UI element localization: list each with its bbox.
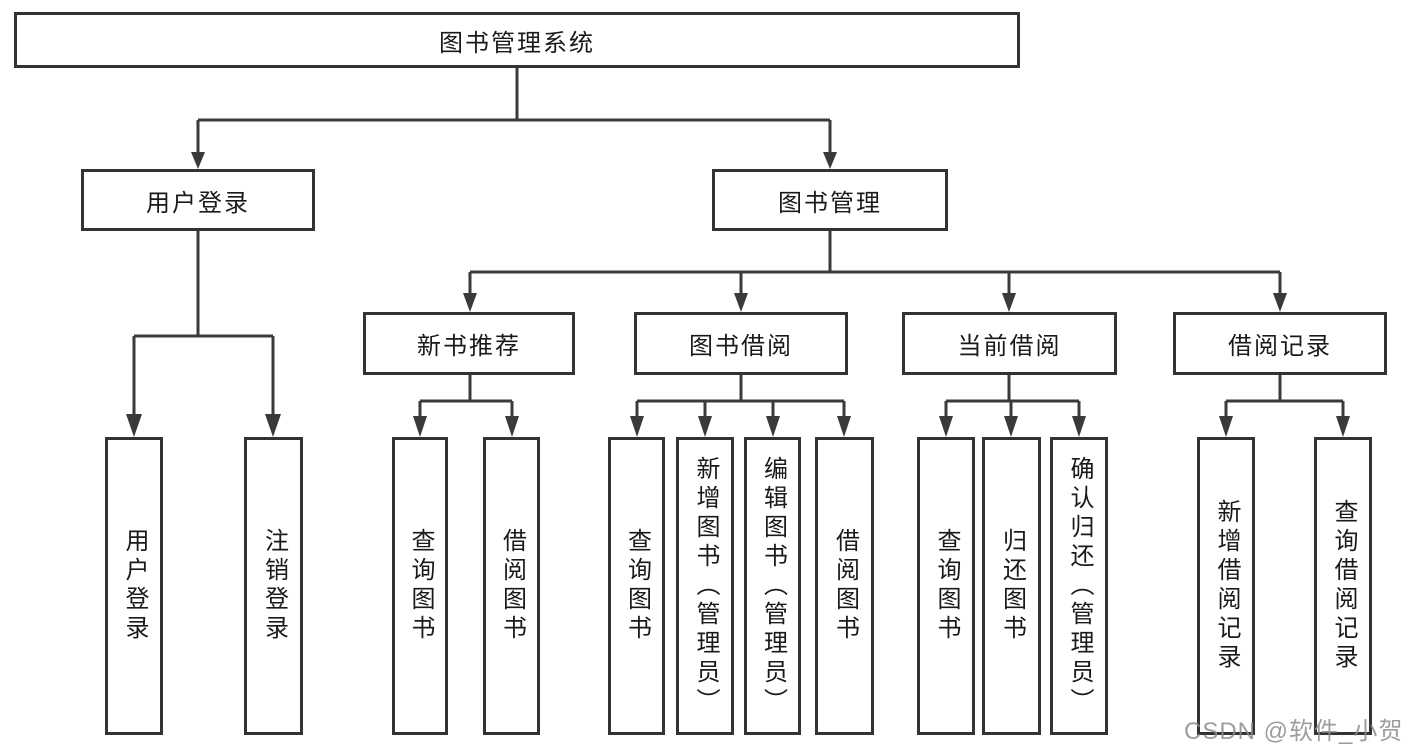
leaf-label: 确认归还（管理员） <box>1066 455 1093 717</box>
node-new-book-recommendation: 新书推荐 <box>363 312 575 375</box>
leaf-label: 查询图书 <box>407 528 434 644</box>
arrowhead-icon <box>1273 293 1287 312</box>
arrowhead-icon <box>823 152 837 169</box>
arrowheads <box>126 152 1350 437</box>
arrowhead-icon <box>630 416 644 437</box>
leaf-return-books: 归还图书 <box>982 437 1041 735</box>
arrowhead-icon <box>505 416 519 437</box>
leaf-query-books-current: 查询图书 <box>917 437 975 735</box>
leaf-confirm-return-admin: 确认归还（管理员） <box>1050 437 1108 735</box>
leaf-user-login: 用户登录 <box>105 437 163 735</box>
leaf-label: 新增图书（管理员） <box>692 455 719 717</box>
arrowhead-icon <box>766 416 780 437</box>
leaf-label: 注销登录 <box>260 528 288 644</box>
leaf-label: 编辑图书（管理员） <box>759 455 787 717</box>
leaf-query-borrow-record: 查询借阅记录 <box>1314 437 1372 735</box>
node-borrowing-records: 借阅记录 <box>1173 312 1387 375</box>
leaf-label: 查询借阅记录 <box>1330 499 1357 673</box>
node-book-management: 图书管理 <box>712 169 948 231</box>
arrowhead-icon <box>939 416 953 437</box>
leaf-query-books-borrowing: 查询图书 <box>608 437 665 735</box>
connector-path <box>132 68 1345 419</box>
leaf-borrow-books-borrowing: 借阅图书 <box>815 437 874 735</box>
arrowhead-icon <box>413 416 427 437</box>
arrowhead-icon <box>463 293 477 312</box>
arrowhead-icon <box>265 414 281 437</box>
leaf-add-books-admin: 新增图书（管理员） <box>676 437 734 735</box>
leaf-label: 用户登录 <box>121 528 148 644</box>
arrowhead-icon <box>1072 416 1086 437</box>
leaf-label: 查询图书 <box>623 528 651 644</box>
leaf-label: 查询图书 <box>933 528 960 644</box>
arrowhead-icon <box>1336 416 1350 437</box>
leaf-add-borrow-record: 新增借阅记录 <box>1197 437 1255 735</box>
arrowhead-icon <box>837 416 851 437</box>
arrowhead-icon <box>1002 293 1016 312</box>
arrowhead-icon <box>1219 416 1233 437</box>
leaf-edit-books-admin: 编辑图书（管理员） <box>744 437 801 735</box>
leaf-label: 归还图书 <box>998 528 1026 644</box>
arrowhead-icon <box>698 416 712 437</box>
arrowhead-icon <box>126 414 142 437</box>
leaf-label: 新增借阅记录 <box>1213 499 1240 673</box>
leaf-borrow-books-recommend: 借阅图书 <box>483 437 540 735</box>
node-user-login: 用户登录 <box>81 169 315 231</box>
csdn-watermark: CSDN @软件_小贺同学 <box>1184 718 1405 745</box>
node-root: 图书管理系统 <box>14 12 1020 68</box>
node-current-borrowing: 当前借阅 <box>902 312 1117 375</box>
leaf-label: 借阅图书 <box>831 528 859 644</box>
arrowhead-icon <box>734 293 748 312</box>
arrowhead-icon <box>191 152 205 169</box>
node-book-borrowing: 图书借阅 <box>634 312 848 375</box>
leaf-query-books-recommend: 查询图书 <box>392 437 448 735</box>
leaf-logout: 注销登录 <box>244 437 303 735</box>
arrowhead-icon <box>1004 416 1018 437</box>
leaf-label: 借阅图书 <box>498 528 526 644</box>
